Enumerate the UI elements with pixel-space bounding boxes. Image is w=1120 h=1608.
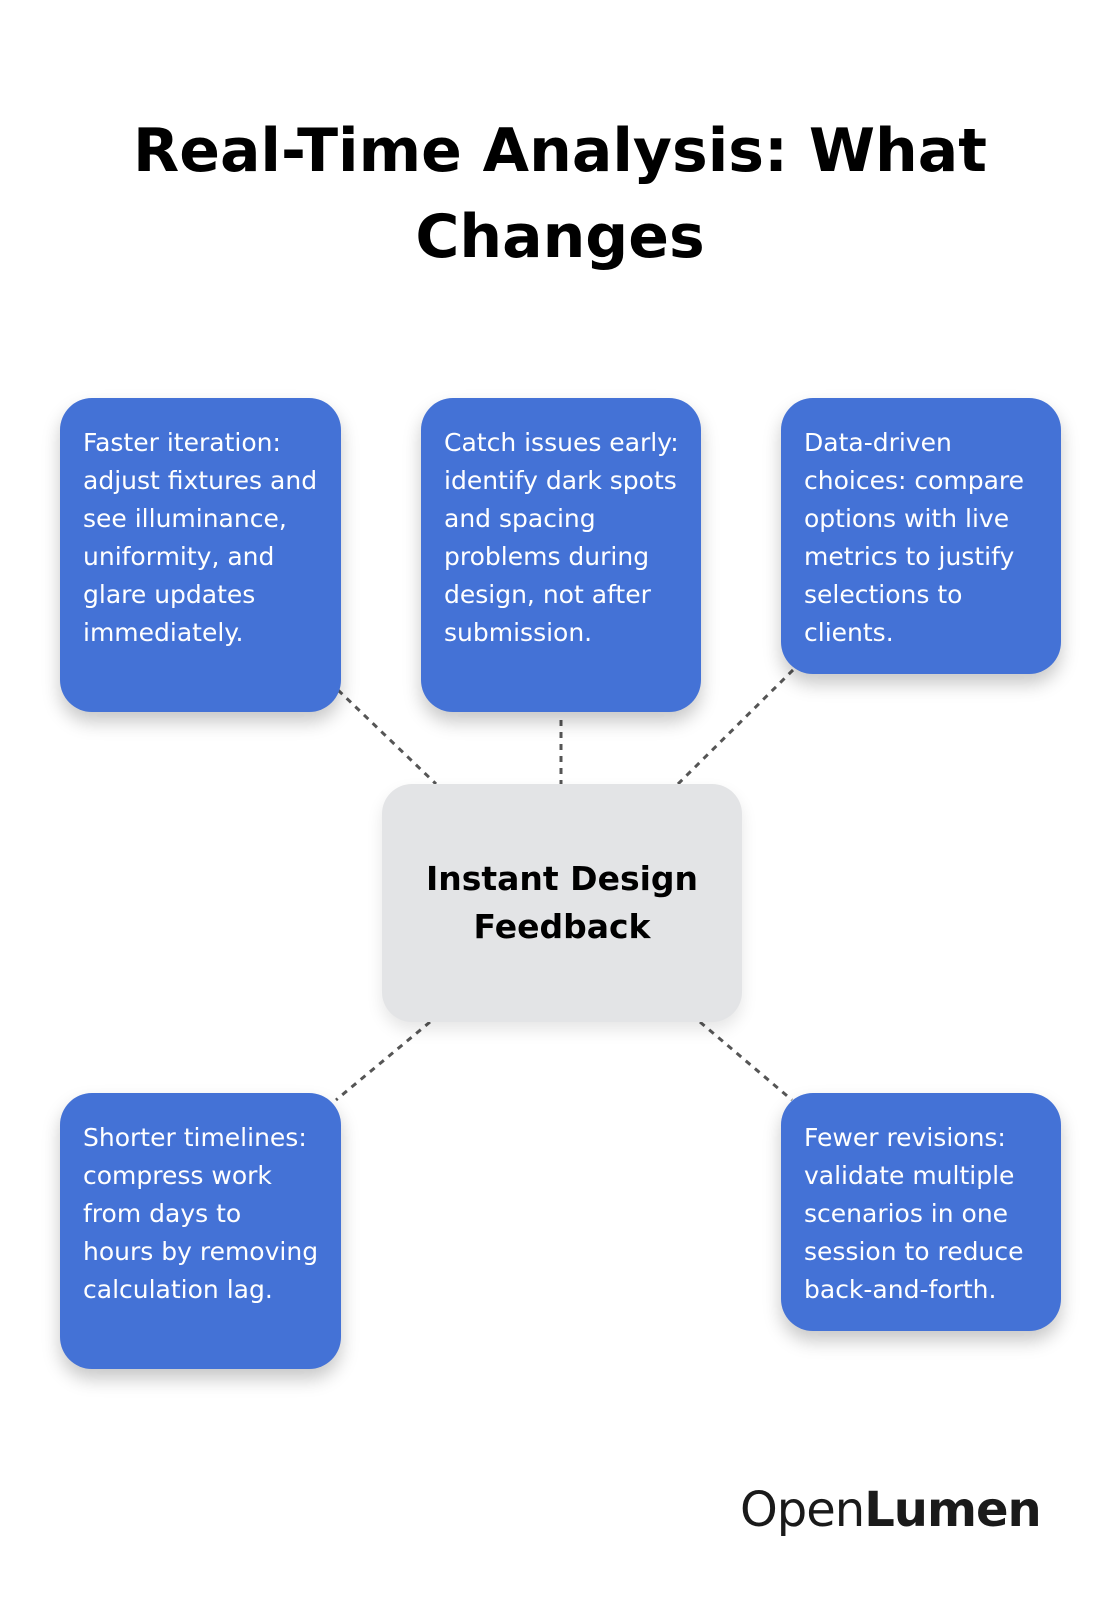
page-title: Real-Time Analysis: What Changes — [133, 116, 987, 272]
connector-top-left — [336, 688, 438, 786]
card-fewer-revisions: Fewer revisions: validate multiple scena… — [781, 1093, 1061, 1331]
center-node-label: Instant Design Feedback — [425, 859, 699, 946]
card-shorter-timelines: Shorter timelines: compress work from da… — [60, 1093, 341, 1369]
logo-text-regular: Open — [740, 1482, 865, 1538]
brand-logo: OpenLumen — [740, 1475, 1060, 1545]
connector-bottom-right — [699, 1020, 793, 1102]
card-faster-iteration: Faster iteration: adjust fixtures and se… — [60, 398, 341, 712]
card-data-driven: Data-driven choices: compare options wit… — [781, 398, 1061, 674]
card-catch-issues: Catch issues early: identify dark spots … — [421, 398, 701, 712]
connector-bottom-left — [335, 1020, 431, 1102]
connector-top-right — [676, 668, 795, 786]
logo-text-bold: Lumen — [864, 1482, 1041, 1538]
center-node: Instant Design Feedback — [382, 784, 742, 1022]
